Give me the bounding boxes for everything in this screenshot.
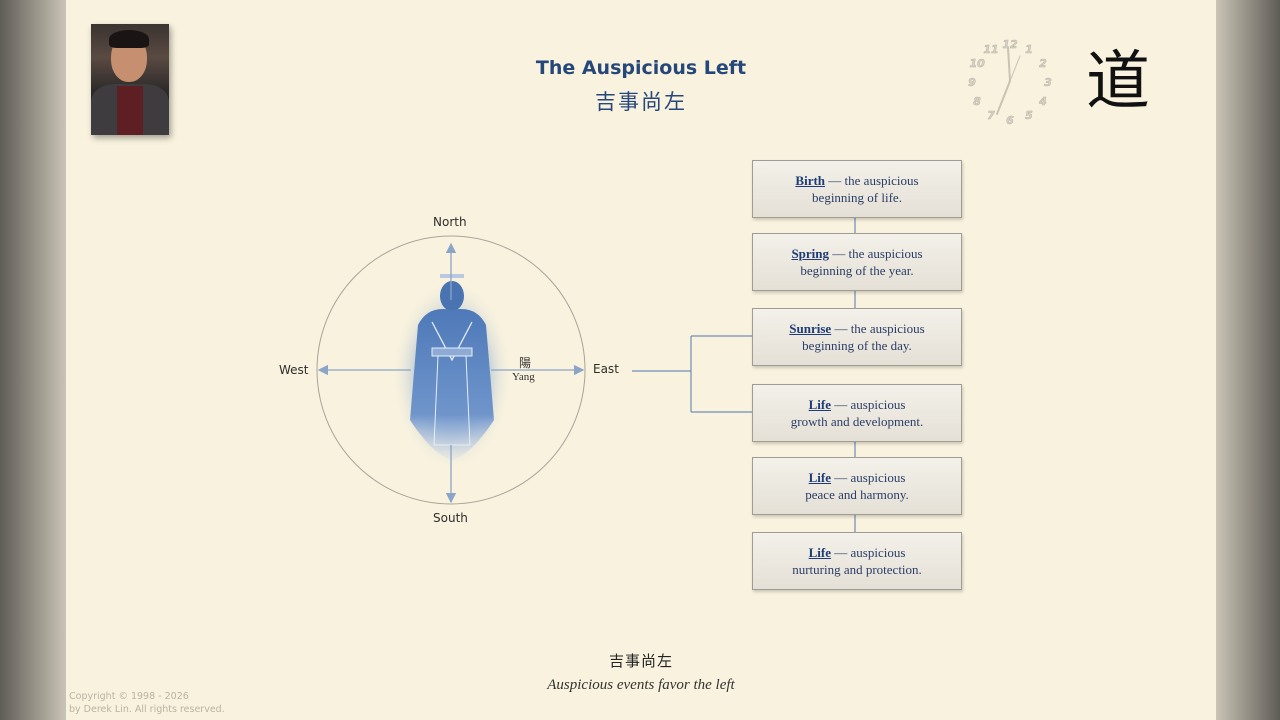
box-line2: beginning of life.	[812, 190, 902, 205]
box-line2: nurturing and protection.	[792, 562, 922, 577]
compass-circle	[316, 235, 586, 505]
clock-numeral: 9	[968, 76, 976, 89]
copyright-line2: by Derek Lin. All rights reserved.	[69, 704, 225, 715]
box-keyword: Life	[808, 397, 831, 412]
box-keyword: Sunrise	[789, 321, 832, 336]
scholar-figure	[410, 274, 494, 460]
quote-chinese: 吉事尚左	[608, 652, 673, 670]
slide-title-chinese: 吉事尚左	[595, 90, 687, 114]
clock-numeral: 4	[1038, 95, 1047, 108]
box-keyword: Spring	[791, 246, 830, 261]
box-line2: growth and development.	[790, 414, 924, 429]
presenter-portrait	[91, 24, 169, 135]
box-rest: — the auspicious	[831, 321, 925, 336]
clock-numeral: 8	[973, 95, 981, 108]
clock-numeral: 12	[1002, 38, 1018, 51]
south-label: South	[433, 511, 468, 525]
box-birth: Birth — the auspicious beginning of life…	[752, 160, 962, 218]
compass-diagram	[316, 216, 856, 533]
box-life-peace: Life — auspicious peace and harmony.	[752, 457, 962, 515]
quote-english: Auspicious events favor the left	[547, 677, 735, 693]
clock-numeral: 6	[1006, 114, 1014, 127]
yang-chinese: 陽	[519, 356, 532, 370]
box-rest: — the auspicious	[829, 246, 923, 261]
west-label: West	[279, 363, 309, 377]
left-vignette	[0, 0, 66, 720]
connector-lines	[632, 216, 856, 533]
north-label: North	[433, 215, 467, 229]
clock-numeral: 1	[1025, 43, 1033, 56]
box-life-growth: Life — auspicious growth and development…	[752, 384, 962, 442]
box-line2: beginning of the year.	[800, 263, 914, 278]
box-sunrise: Sunrise — the auspicious beginning of th…	[752, 308, 962, 366]
box-life-nurturing: Life — auspicious nurturing and protecti…	[752, 532, 962, 590]
yang-english: Yang	[512, 371, 535, 383]
clock-numeral: 7	[987, 109, 995, 122]
box-keyword: Life	[808, 470, 831, 485]
dao-logo: 道	[1086, 45, 1150, 119]
clock-numeral: 10	[969, 57, 985, 70]
clock-numeral: 5	[1025, 109, 1033, 122]
box-rest: — the auspicious	[825, 173, 919, 188]
east-label: East	[593, 362, 619, 376]
box-keyword: Birth	[795, 173, 826, 188]
box-rest: — auspicious	[831, 545, 906, 560]
clock-numeral: 2	[1039, 57, 1047, 70]
box-rest: — auspicious	[831, 397, 906, 412]
clock-numeral: 11	[983, 43, 998, 56]
box-rest: — auspicious	[831, 470, 906, 485]
slide-title: The Auspicious Left	[535, 57, 747, 79]
clock-numeral: 3	[1044, 76, 1052, 89]
copyright-notice: Copyright © 1998 - 2026 by Derek Lin. Al…	[69, 690, 225, 716]
copyright-line1: Copyright © 1998 - 2026	[69, 691, 189, 702]
box-keyword: Life	[808, 545, 831, 560]
box-line2: beginning of the day.	[802, 338, 912, 353]
right-vignette	[1216, 0, 1280, 720]
box-spring: Spring — the auspicious beginning of the…	[752, 233, 962, 291]
box-line2: peace and harmony.	[805, 487, 909, 502]
